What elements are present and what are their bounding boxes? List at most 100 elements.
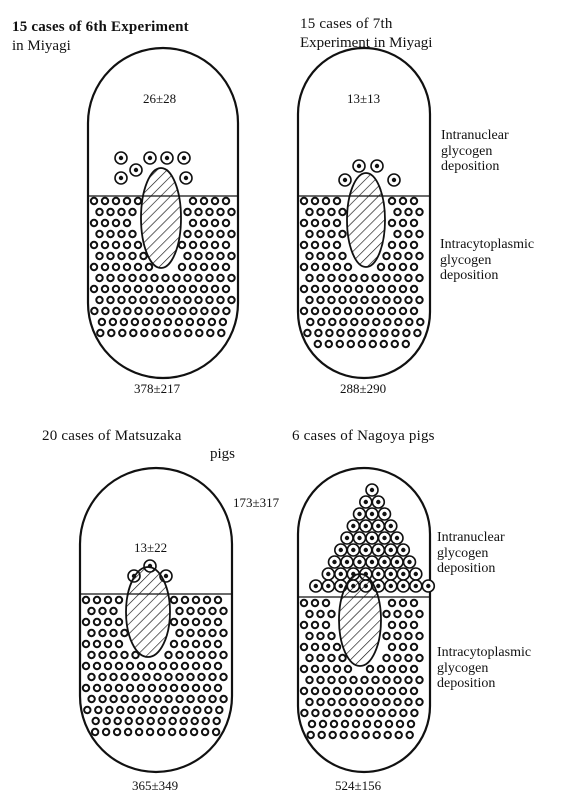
cytoplasmic-granule xyxy=(165,674,171,680)
cytoplasmic-granule xyxy=(201,220,207,226)
cytoplasmic-granule xyxy=(124,220,130,226)
cytoplasmic-granule xyxy=(91,264,97,270)
cytoplasmic-granule xyxy=(95,707,101,713)
cytoplasmic-granule xyxy=(320,721,326,727)
cytoplasmic-granule xyxy=(312,264,318,270)
cytoplasmic-granule xyxy=(116,641,122,647)
intranuclear-granule-core xyxy=(370,488,374,492)
intranuclear-granule-core xyxy=(370,512,374,516)
cytoplasmic-granule xyxy=(195,209,201,215)
cytoplasmic-granule xyxy=(206,253,212,259)
cytoplasmic-granule xyxy=(92,729,98,735)
cytoplasmic-granule xyxy=(301,286,307,292)
cytoplasmic-granule xyxy=(83,663,89,669)
cytoplasmic-granule xyxy=(370,330,376,336)
cytoplasmic-granule xyxy=(323,644,329,650)
cytoplasmic-granule xyxy=(113,242,119,248)
cytoplasmic-granule xyxy=(400,688,406,694)
cytoplasmic-granule xyxy=(110,696,116,702)
cytoplasmic-granule xyxy=(83,619,89,625)
cytoplasmic-granule xyxy=(149,663,155,669)
cytoplasmic-granule xyxy=(331,721,337,727)
intranuclear-granule-core xyxy=(392,178,396,182)
cytoplasmic-granule xyxy=(215,663,221,669)
cytoplasmic-granule xyxy=(135,198,141,204)
cytoplasmic-granule xyxy=(140,253,146,259)
cytoplasmic-granule xyxy=(356,710,362,716)
cytoplasmic-granule xyxy=(378,286,384,292)
cytoplasmic-granule xyxy=(174,330,180,336)
cytoplasmic-granule xyxy=(140,275,146,281)
legend-line: glycogen xyxy=(437,661,531,677)
cytoplasmic-granule xyxy=(127,663,133,669)
cytoplasmic-granule xyxy=(204,663,210,669)
intranuclear-granule-core xyxy=(182,156,186,160)
intranuclear-granule-core xyxy=(414,572,418,576)
cytoplasmic-granule xyxy=(328,231,334,237)
cell-panel-3 xyxy=(80,468,232,772)
intranuclear-granule-core xyxy=(389,572,393,576)
cytoplasmic-granule xyxy=(102,242,108,248)
cytoplasmic-granule xyxy=(411,600,417,606)
panel-1-title: 15 cases of 6th Experiment xyxy=(12,20,189,36)
cytoplasmic-granule xyxy=(378,688,384,694)
cytoplasmic-granule xyxy=(400,286,406,292)
cytoplasmic-granule xyxy=(319,732,325,738)
intranuclear-granule-core xyxy=(357,560,361,564)
intranuclear-granule-core xyxy=(376,548,380,552)
cytoplasmic-granule xyxy=(193,663,199,669)
cytoplasmic-granule xyxy=(337,341,343,347)
cytoplasmic-granule xyxy=(196,330,202,336)
cytoplasmic-granule xyxy=(389,308,395,314)
cytoplasmic-granule xyxy=(162,275,168,281)
legend-line: deposition xyxy=(437,676,531,692)
intranuclear-granule-core xyxy=(376,524,380,528)
cytoplasmic-granule xyxy=(400,666,406,672)
cytoplasmic-granule xyxy=(339,655,345,661)
cytoplasmic-granule xyxy=(416,677,422,683)
cytoplasmic-granule xyxy=(182,641,188,647)
intranuclear-granule-core xyxy=(119,156,123,160)
cytoplasmic-granule xyxy=(223,198,229,204)
cytoplasmic-granule xyxy=(198,652,204,658)
cytoplasmic-granule xyxy=(323,308,329,314)
cytoplasmic-granule xyxy=(102,198,108,204)
cytoplasmic-granule xyxy=(204,597,210,603)
cytoplasmic-granule xyxy=(204,685,210,691)
cytoplasmic-granule xyxy=(405,275,411,281)
cytoplasmic-granule xyxy=(184,275,190,281)
cytoplasmic-granule xyxy=(345,688,351,694)
cytoplasmic-granule xyxy=(183,707,189,713)
cytoplasmic-granule xyxy=(139,707,145,713)
cytoplasmic-granule xyxy=(405,297,411,303)
cytoplasmic-granule xyxy=(159,718,165,724)
cytoplasmic-granule xyxy=(209,674,215,680)
cytoplasmic-granule xyxy=(126,718,132,724)
cytoplasmic-granule xyxy=(151,297,157,303)
cytoplasmic-granule xyxy=(158,729,164,735)
cytoplasmic-granule xyxy=(113,198,119,204)
cytoplasmic-granule xyxy=(315,341,321,347)
cytoplasmic-granule xyxy=(194,707,200,713)
legend-intranuclear-bottom: Intranuclear glycogen deposition xyxy=(437,530,505,577)
cytoplasmic-granule xyxy=(389,220,395,226)
intranuclear-granule-core xyxy=(364,548,368,552)
cytoplasmic-granule xyxy=(184,297,190,303)
cytoplasmic-granule xyxy=(334,286,340,292)
cytoplasmic-granule xyxy=(411,198,417,204)
cytoplasmic-granule xyxy=(312,644,318,650)
cytoplasmic-granule xyxy=(383,297,389,303)
cytoplasmic-granule xyxy=(212,308,218,314)
cytoplasmic-granule xyxy=(190,286,196,292)
cytoplasmic-granule xyxy=(187,319,193,325)
cytoplasmic-granule xyxy=(105,597,111,603)
intranuclear-granule-core xyxy=(382,512,386,516)
cytoplasmic-granule xyxy=(323,710,329,716)
cytoplasmic-granule xyxy=(220,630,226,636)
cytoplasmic-granule xyxy=(389,264,395,270)
cytoplasmic-granule xyxy=(356,688,362,694)
cytoplasmic-granule xyxy=(367,710,373,716)
intranuclear-granule-core xyxy=(134,168,138,172)
cytoplasmic-granule xyxy=(143,696,149,702)
cytoplasmic-granule xyxy=(187,608,193,614)
